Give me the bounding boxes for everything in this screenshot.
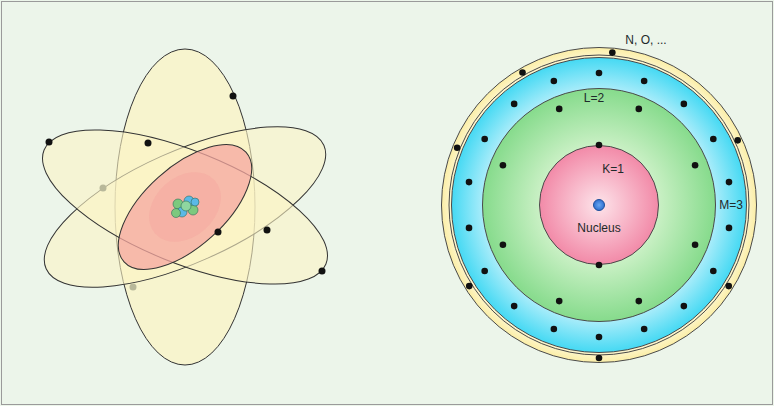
circle-fill bbox=[540, 146, 659, 265]
circle-fill bbox=[442, 48, 757, 363]
shell-label: L=2 bbox=[584, 91, 604, 105]
electron-dot bbox=[519, 69, 526, 76]
electron-dot bbox=[609, 49, 616, 56]
electron-dot bbox=[725, 283, 732, 290]
electron-dot bbox=[710, 268, 717, 275]
shell-band: NucleusK=1L=2M=3N, O, ... bbox=[441, 47, 757, 363]
shell-label: N, O, ... bbox=[625, 33, 666, 47]
electron-dot bbox=[641, 326, 648, 333]
electron-dot bbox=[481, 136, 488, 143]
electron-dot bbox=[635, 106, 642, 113]
electron-dot bbox=[681, 101, 688, 108]
electron-dot bbox=[635, 298, 642, 305]
nucleus-label: Nucleus bbox=[577, 221, 620, 235]
electron-dot bbox=[500, 241, 507, 248]
electron-dot bbox=[596, 70, 603, 77]
electron-dot bbox=[596, 334, 603, 341]
circle-outline bbox=[593, 199, 605, 211]
electron-dot bbox=[596, 262, 603, 269]
electron-dot bbox=[734, 137, 741, 144]
shell-band: Nucleus K=1 L=2M=3 bbox=[451, 57, 747, 353]
electron-dot bbox=[551, 326, 558, 333]
nucleus-dot: Nucleus bbox=[593, 199, 605, 211]
circle-fill bbox=[452, 58, 747, 353]
shell-band: Nucleus K=1 L=2 bbox=[482, 88, 716, 322]
electron-dot bbox=[596, 355, 603, 362]
electron-dot bbox=[556, 298, 563, 305]
electron-dot bbox=[466, 283, 473, 290]
orbit-ellipse bbox=[23, 98, 347, 316]
electron-dot bbox=[551, 78, 558, 85]
electron-dot bbox=[596, 142, 603, 149]
inner-orbit bbox=[97, 122, 272, 291]
electron-dot bbox=[726, 225, 733, 232]
shell-core: Nucleus K=1 bbox=[539, 145, 659, 265]
electron-dots bbox=[46, 93, 326, 291]
electron-dot bbox=[681, 303, 688, 310]
electron-dot bbox=[692, 162, 699, 169]
shell-label: M=3 bbox=[719, 198, 743, 212]
electron-dot bbox=[454, 144, 461, 151]
inner-orbit bbox=[135, 158, 235, 256]
circle-fill bbox=[483, 89, 716, 322]
inner-rim bbox=[449, 55, 749, 355]
electron-dot bbox=[641, 78, 648, 85]
electron-dot bbox=[466, 225, 473, 232]
electron-dot bbox=[726, 179, 733, 186]
electron-dot bbox=[500, 162, 507, 169]
electron-dot bbox=[556, 106, 563, 113]
shell-label: K=1 bbox=[602, 162, 624, 176]
nucleus-cluster bbox=[172, 196, 200, 218]
electron-dot bbox=[710, 136, 717, 143]
electron-dot bbox=[692, 241, 699, 248]
electron-dot bbox=[511, 101, 518, 108]
circle-fill bbox=[594, 200, 605, 211]
electron-dot bbox=[481, 268, 488, 275]
orbit-model bbox=[23, 49, 347, 365]
orbit-ellipse bbox=[23, 94, 346, 320]
electron-dot bbox=[466, 179, 473, 186]
electron-dot bbox=[511, 303, 518, 310]
